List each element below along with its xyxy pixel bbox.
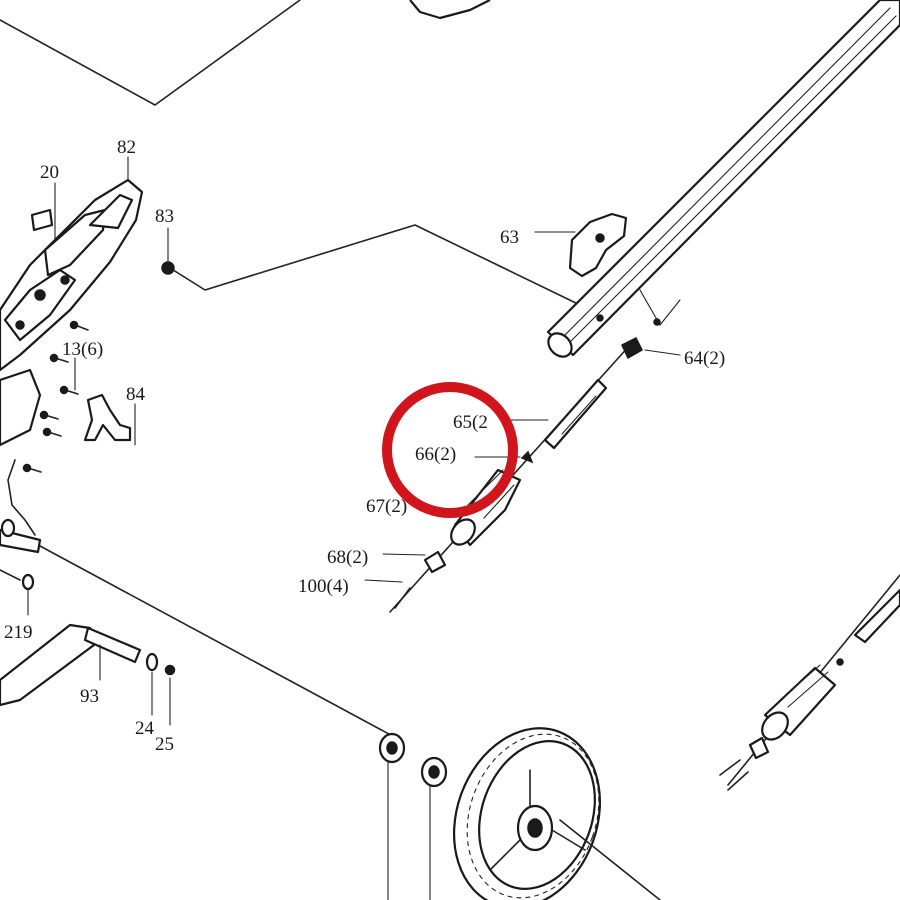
clip-part-63 xyxy=(534,212,628,278)
bracket-part-84 xyxy=(83,393,136,446)
label-67: 67(2) xyxy=(366,496,407,517)
label-84: 84 xyxy=(126,384,146,405)
pedal-plate-82 xyxy=(0,156,144,372)
center-shaft-assembly xyxy=(364,336,681,613)
washer-part-219 xyxy=(21,573,35,616)
highlight-ring xyxy=(382,382,518,518)
label-82: 82 xyxy=(117,137,136,158)
right-roller-assembly xyxy=(719,574,900,791)
handle-tube xyxy=(546,0,900,358)
label-83: 83 xyxy=(155,206,174,227)
nut-part-83 xyxy=(161,227,175,275)
label-65: 65(2 xyxy=(453,412,488,433)
frame-outline xyxy=(0,0,581,306)
bolts-13 xyxy=(0,320,89,473)
bearing-left xyxy=(378,732,406,900)
label-25: 25 xyxy=(155,734,174,755)
label-219: 219 xyxy=(4,622,33,643)
nut-part-25 xyxy=(164,664,176,726)
axle-rod xyxy=(0,518,401,741)
label-100: 100(4) xyxy=(298,576,349,597)
label-93: 93 xyxy=(80,686,99,707)
label-20: 20 xyxy=(40,162,59,183)
label-64: 64(2) xyxy=(684,348,725,369)
label-13: 13(6) xyxy=(62,339,103,360)
washer-part-24 xyxy=(145,652,159,716)
lever-part-93 xyxy=(0,623,142,707)
label-24: 24 xyxy=(135,718,155,739)
label-68: 68(2) xyxy=(327,547,368,568)
spring-wire xyxy=(7,459,36,536)
part-labels: 20 82 83 13(6) 84 63 64(2) 65(2 66(2) 67… xyxy=(4,137,725,755)
label-66: 66(2) xyxy=(415,444,456,465)
top-bracket-part xyxy=(409,0,491,20)
wheel xyxy=(452,727,661,900)
label-63: 63 xyxy=(500,227,519,248)
bearing-right xyxy=(420,756,448,900)
